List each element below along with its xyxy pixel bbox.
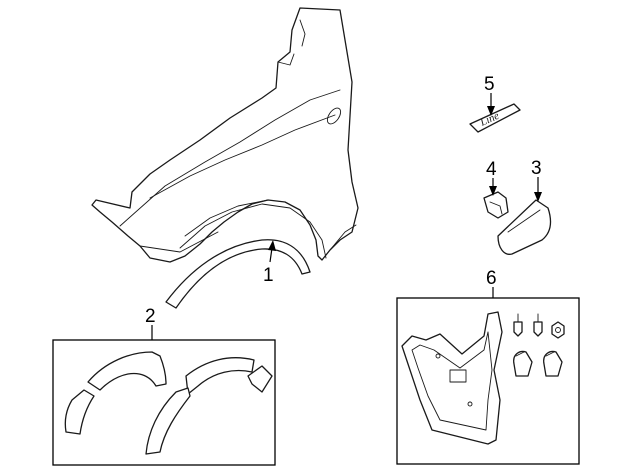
callout-6: 6 xyxy=(486,268,497,289)
r-line-emblem: Line xyxy=(469,103,521,133)
leader-lines xyxy=(151,93,542,340)
callout-4: 4 xyxy=(486,159,497,180)
part-2-frame xyxy=(52,339,276,466)
fender xyxy=(91,7,359,263)
callout-2: 2 xyxy=(145,306,156,327)
callout-5: 5 xyxy=(484,74,495,95)
callout-1: 1 xyxy=(263,265,274,286)
extension-molding xyxy=(497,199,552,255)
wheel-opening-molding xyxy=(165,239,311,309)
callout-3: 3 xyxy=(531,158,542,179)
fender-flare-kit xyxy=(64,351,273,455)
mud-flap xyxy=(401,311,503,445)
mounting-hardware xyxy=(513,313,565,377)
part-6-frame xyxy=(396,297,580,465)
retainer-clip xyxy=(483,191,509,219)
